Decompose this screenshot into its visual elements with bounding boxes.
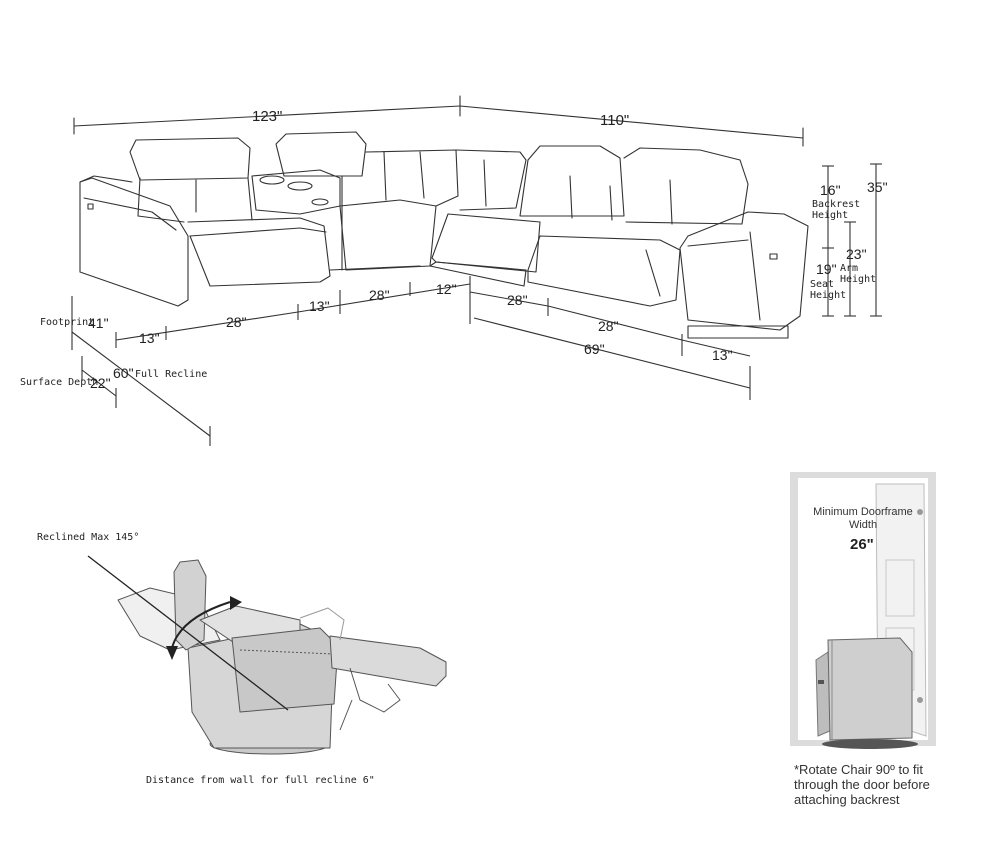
full-recline-value: 60" — [113, 365, 134, 381]
doorframe-title: Minimum Doorframe Width — [813, 506, 913, 531]
left-seat-width-label: 28" — [226, 314, 247, 330]
seat-height-label: Seat Height — [810, 279, 847, 301]
footprint-label: Footprint — [40, 317, 95, 328]
middle-seat-width-label: 28" — [369, 287, 390, 303]
right-span-width-label: 69" — [584, 341, 605, 357]
right-seat-a-width-label: 28" — [507, 292, 528, 308]
console-width-label: 13" — [309, 298, 330, 314]
left-arm-width-label: 13" — [139, 330, 160, 346]
seat-height-value: 19" — [816, 261, 837, 277]
arm-height-label: Arm Height — [840, 263, 877, 285]
backrest-height-value: 16" — [820, 182, 841, 198]
backrest-height-label: Backrest Height — [812, 199, 861, 221]
total-width-left-label: 123" — [252, 108, 283, 125]
recline-max-label: Reclined Max 145° — [37, 532, 140, 543]
total-height-value: 35" — [867, 179, 888, 195]
right-seat-b-width-label: 28" — [598, 318, 619, 334]
recliner-illustration — [87, 555, 447, 755]
doorframe-width-value: 26" — [850, 536, 874, 553]
wall-distance-note: Distance from wall for full recline 6" — [146, 775, 375, 786]
arm-height-value: 23" — [846, 246, 867, 262]
total-width-right-label: 110" — [600, 112, 630, 129]
surface-depth-label: Surface Depth — [20, 377, 99, 388]
footprint-value: 41" — [88, 315, 109, 331]
right-arm-width-label: 13" — [712, 347, 733, 363]
rotate-chair-note: *Rotate Chair 90º to fit through the doo… — [794, 762, 930, 807]
doorframe-illustration — [790, 472, 936, 749]
full-recline-label: Full Recline — [135, 369, 208, 380]
corner-width-label: 12" — [436, 281, 457, 297]
surface-depth-value: 22" — [90, 375, 111, 391]
